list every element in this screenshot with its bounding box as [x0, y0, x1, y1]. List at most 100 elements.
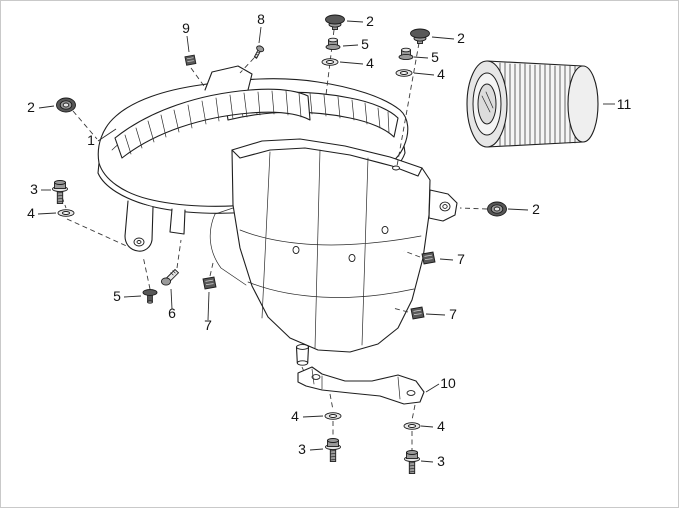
- boss-3: [381, 225, 389, 235]
- leader-2-left: [38, 105, 55, 109]
- leader-3-bottom-right: [420, 460, 434, 463]
- axis-grommet-right: [459, 207, 488, 210]
- callout-1: 1: [87, 132, 95, 148]
- bolt-3-left: [52, 180, 68, 204]
- callout-7-lower-left: 7: [204, 317, 212, 333]
- leader-7-lower-left: [207, 291, 210, 321]
- callout-2-right: 2: [532, 201, 540, 217]
- axis-clip-7b: [209, 262, 214, 277]
- leader-5-top-left: [342, 44, 359, 47]
- callout-8: 8: [257, 11, 265, 27]
- filter-end-cap: [567, 65, 599, 143]
- callout-2-top-left: 2: [366, 13, 374, 29]
- axis-clip-9: [190, 67, 205, 87]
- intake-tube-front: [114, 88, 311, 159]
- leader-4-top-right: [413, 72, 435, 76]
- axis-clip-7c: [392, 307, 409, 313]
- washer-4-bottom-left: [324, 412, 342, 420]
- callout-5-top-right: 5: [431, 49, 439, 65]
- leader-1: [97, 128, 117, 142]
- axis-bolt-left: [61, 196, 132, 249]
- sensor-boss: [204, 65, 253, 91]
- grommet-2-right: [487, 201, 507, 217]
- clip-9: [184, 54, 197, 66]
- washer-4-top-right: [395, 69, 413, 77]
- bolt-3-bottom-left: [325, 438, 341, 462]
- axis-bolt-6: [176, 239, 182, 269]
- tube-front-body: [114, 88, 311, 159]
- plug-2-top-left: [325, 14, 345, 30]
- leader-4-bottom-left: [302, 415, 324, 418]
- leader-2-top-left: [346, 20, 364, 23]
- callout-11: 11: [617, 96, 632, 112]
- callout-labels: 9 8 2 5 4 2 5 4 11 2 1 3 4 2 7 5 6 7 7 1…: [27, 11, 631, 469]
- filter-open-end-inner: [477, 83, 497, 125]
- lower-housing-contours: [239, 149, 422, 349]
- callout-6: 6: [168, 305, 176, 321]
- leader-8: [258, 26, 262, 44]
- leader-5-bottom: [123, 295, 142, 298]
- bolt-6: [160, 268, 180, 286]
- fasteners: [52, 14, 507, 474]
- filter-inner-hatch: [481, 91, 494, 113]
- leader-3-bottom-left: [309, 448, 324, 451]
- clip-7-lower-right: [410, 306, 425, 320]
- leader-2-top-right: [431, 36, 455, 40]
- boss-4: [392, 165, 400, 171]
- callout-4-top-left: 4: [366, 55, 374, 71]
- grommet-2-left: [56, 97, 76, 113]
- callout-4-bottom-right: 4: [437, 418, 445, 434]
- tube-front-ribs: [124, 90, 302, 155]
- axis-bracket-bolt-right: [411, 404, 416, 452]
- callout-7-upper-right: 7: [457, 251, 465, 267]
- lower-housing: [209, 138, 458, 366]
- housing-join-contour: [209, 207, 247, 286]
- leader-6: [170, 288, 173, 310]
- callout-4-left: 4: [27, 205, 35, 221]
- leader-7-upper-right: [439, 258, 454, 261]
- callout-3-left: 3: [30, 181, 38, 197]
- leader-5-top-right: [413, 56, 429, 59]
- axis-grommet-left: [72, 110, 98, 140]
- clip-7-upper-right: [421, 251, 436, 265]
- bolt-3-bottom-right: [404, 450, 420, 474]
- leader-2-right: [507, 208, 529, 211]
- air-filter-element: [466, 60, 599, 148]
- callout-4-bottom-left: 4: [291, 408, 299, 424]
- arm-hole-inner: [442, 204, 448, 209]
- callout-5-top-left: 5: [361, 36, 369, 52]
- drain-spout: [295, 344, 310, 366]
- clip-7-lower-left: [202, 276, 217, 290]
- screw-8: [253, 45, 265, 59]
- callout-2-top-right: 2: [457, 30, 465, 46]
- axis-top-right-column: [396, 42, 420, 167]
- callout-2-left: 2: [27, 99, 35, 115]
- axis-clip-7a: [403, 250, 421, 258]
- callout-9: 9: [182, 20, 190, 36]
- washer-4-top-left: [321, 58, 339, 66]
- callout-7-lower-right: 7: [449, 306, 457, 322]
- leader-lines: [37, 20, 615, 463]
- nut-5-top-right: [398, 47, 414, 61]
- leader-7-lower-right: [425, 313, 446, 316]
- foot-hole-inner: [136, 240, 142, 244]
- washer-4-left: [57, 209, 75, 217]
- leader-4-top-left: [339, 61, 364, 65]
- leader-10: [425, 383, 440, 393]
- axis-screw-8: [239, 57, 255, 74]
- boss-1: [292, 245, 300, 255]
- upper-housing-foot: [124, 200, 154, 252]
- filter-body-edges: [486, 60, 584, 148]
- callout-10: 10: [440, 375, 456, 391]
- axis-bracket-bolt-left: [329, 393, 334, 441]
- pushpin-5: [142, 289, 158, 304]
- callout-3-bottom-left: 3: [298, 441, 306, 457]
- bracket-10: [297, 366, 425, 405]
- callout-4-top-right: 4: [437, 66, 445, 82]
- boss-2: [348, 253, 356, 263]
- callout-3-bottom-right: 3: [437, 453, 445, 469]
- plug-2-top-right: [410, 28, 430, 44]
- assembly-axes: [61, 29, 488, 452]
